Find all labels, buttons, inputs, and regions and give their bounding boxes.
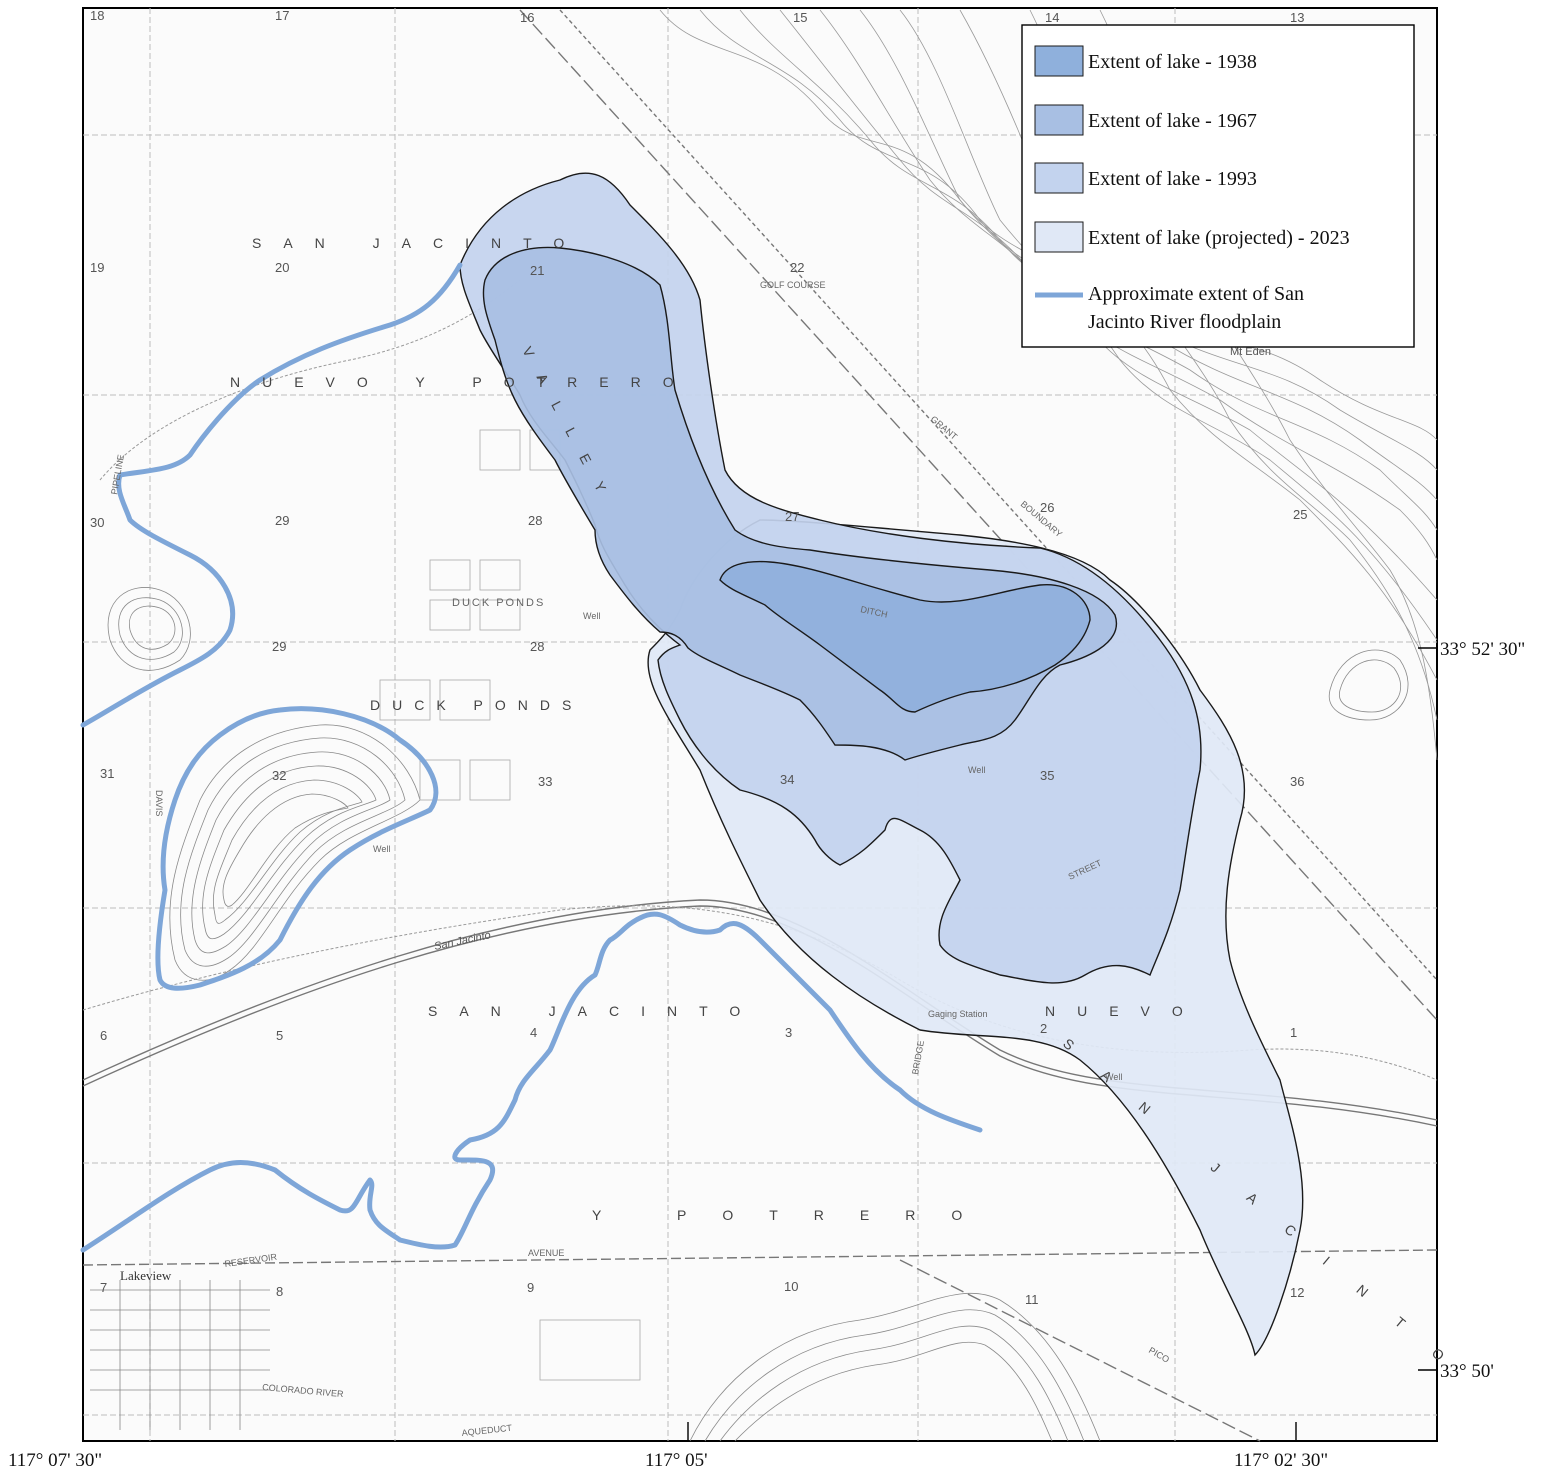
lakeview-town-grid (90, 1280, 270, 1430)
section-numbers: 18 17 16 15 14 13 19 20 21 22 30 29 28 2… (90, 8, 1307, 1307)
section-number: 25 (1293, 507, 1307, 522)
legend: Extent of lake - 1938 Extent of lake - 1… (1021, 24, 1415, 348)
label-lakeview: Lakeview (120, 1268, 172, 1283)
label-well: Well (968, 765, 985, 775)
section-number: 14 (1045, 10, 1059, 25)
coordinate-ticks (687, 647, 1437, 1441)
section-number: 7 (100, 1280, 107, 1295)
label-nuevo: NUEVO (1045, 1003, 1205, 1019)
legend-swatch-1967 (1034, 104, 1084, 136)
section-number: 27 (785, 509, 799, 524)
section-number: 32 (272, 768, 286, 783)
duck-ponds-grid (379, 429, 641, 1381)
latitude-label-lower: 33° 50' (1440, 1361, 1494, 1382)
longitude-label-mid: 117° 05' (645, 1450, 708, 1471)
section-number: 29 (275, 513, 289, 528)
lake-extent-1938 (719, 560, 1091, 713)
legend-label-floodplain-2: Jacinto River floodplain (1088, 311, 1281, 333)
legend-swatch-1993 (1034, 162, 1084, 194)
label-nuevo-y-potrero: NUEVO Y POTRERO (230, 374, 696, 390)
section-number: 3 (785, 1025, 792, 1040)
section-number: 21 (530, 263, 544, 278)
section-number: 10 (784, 1279, 798, 1294)
section-number: 31 (100, 766, 114, 781)
legend-swatch-2023 (1034, 221, 1084, 253)
section-number: 18 (90, 8, 104, 23)
section-number: 6 (100, 1028, 107, 1043)
section-number: 19 (90, 260, 104, 275)
section-number: 33 (538, 774, 552, 789)
label-mt-eden: Mt Eden (1230, 346, 1271, 358)
label-well: Well (373, 844, 390, 854)
section-number: 15 (793, 10, 807, 25)
legend-label-1967: Extent of lake - 1967 (1088, 110, 1257, 132)
label-well: Well (1105, 1072, 1122, 1082)
section-number: 9 (527, 1280, 534, 1295)
section-number: 29 (272, 639, 286, 654)
floodplain-boundary (80, 262, 983, 1253)
section-number: 36 (1290, 774, 1304, 789)
label-gaging-station: Gaging Station (928, 1009, 988, 1019)
label-duck-ponds-small: DUCK PONDS (452, 597, 545, 609)
legend-swatch-1938 (1034, 45, 1084, 77)
section-number: 34 (780, 772, 794, 787)
legend-box (1021, 24, 1415, 348)
hill-south-contours (689, 1292, 1101, 1442)
section-number: 13 (1290, 10, 1304, 25)
section-number: 20 (275, 260, 289, 275)
section-number: 5 (276, 1028, 283, 1043)
section-number: 16 (520, 10, 534, 25)
section-number: 8 (276, 1284, 283, 1299)
latitude-label-upper: 33° 52' 30" (1440, 639, 1525, 660)
label-duck-ponds-large: DUCK PONDS (370, 697, 583, 713)
label-san-jacinto-bottom: SAN JACINTO (428, 1003, 762, 1019)
hill-east-contours (1328, 649, 1409, 721)
section-number: 26 (1040, 500, 1054, 515)
label-golf-course: GOLF COURSE (760, 280, 826, 290)
section-number: 1 (1290, 1025, 1297, 1040)
label-well: Well (583, 611, 600, 621)
section-number: 28 (528, 513, 542, 528)
section-number: 11 (1025, 1292, 1039, 1307)
legend-label-2023: Extent of lake (projected) - 2023 (1088, 227, 1350, 249)
section-number: 35 (1040, 768, 1054, 783)
label-y-potrero: Y POTRERO (592, 1207, 998, 1223)
legend-label-1938: Extent of lake - 1938 (1088, 51, 1257, 73)
section-number: 22 (790, 260, 804, 275)
longitude-label-right: 117° 02' 30" (1234, 1450, 1328, 1471)
section-number: 28 (530, 639, 544, 654)
section-number: 30 (90, 515, 104, 530)
label-avenue: AVENUE (528, 1248, 564, 1258)
section-number: 4 (530, 1025, 537, 1040)
hill-32-contours (169, 724, 421, 981)
legend-label-floodplain-1: Approximate extent of San (1088, 283, 1304, 305)
section-number: 12 (1290, 1285, 1304, 1300)
longitude-label-left: 117° 07' 30" (8, 1450, 102, 1471)
hill-29-contours (107, 587, 191, 671)
section-number: 17 (275, 8, 289, 23)
label-davis: DAVIS (154, 790, 164, 816)
label-san-jacinto-top: SAN JACINTO (252, 235, 586, 251)
section-number: 2 (1040, 1021, 1047, 1036)
legend-label-1993: Extent of lake - 1993 (1088, 168, 1257, 190)
